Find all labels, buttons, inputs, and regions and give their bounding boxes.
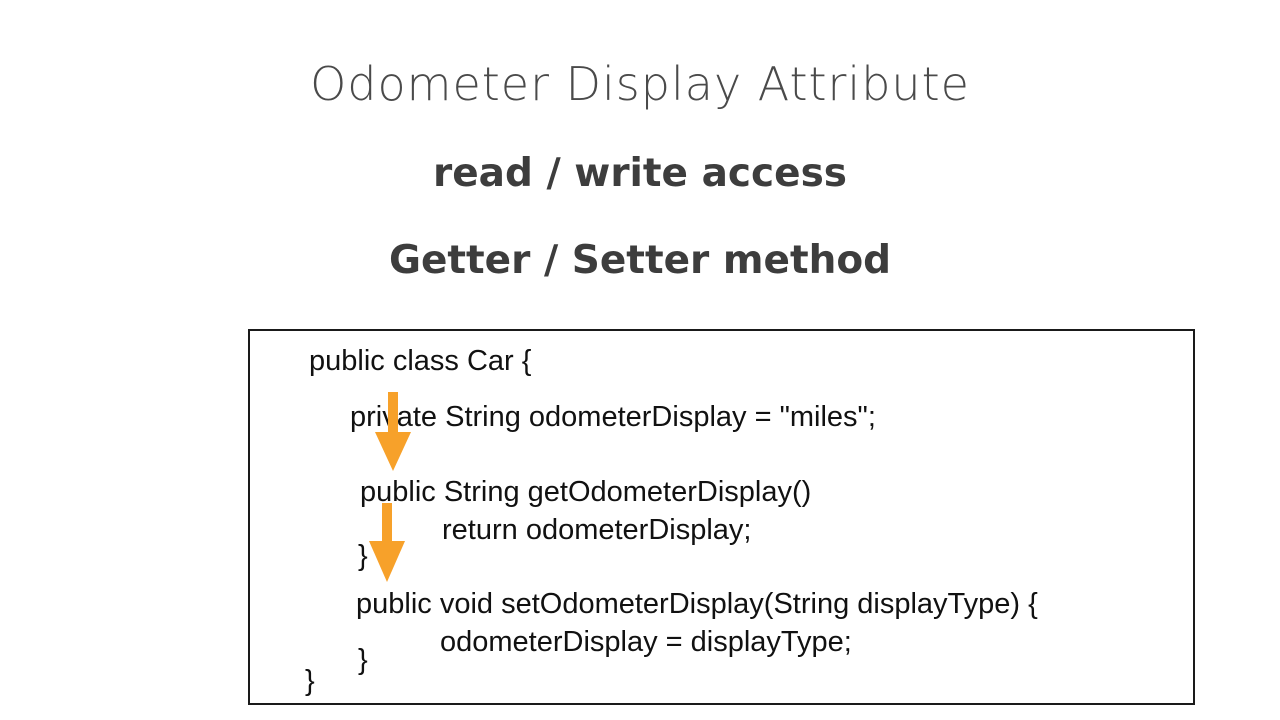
code-line-getter-decl: public String getOdometerDisplay() xyxy=(360,476,812,508)
code-line-setter-close: } xyxy=(358,644,368,676)
code-line-setter-decl: public void setOdometerDisplay(String di… xyxy=(356,588,1038,620)
code-line-class-close: } xyxy=(305,665,315,697)
code-line-getter-return: return odometerDisplay; xyxy=(442,514,752,546)
code-line-field: private String odometerDisplay = "miles"… xyxy=(350,401,876,433)
code-block: public class Car { private String odomet… xyxy=(248,329,1195,705)
code-line-class-decl: public class Car { xyxy=(309,345,532,377)
code-line-setter-body: odometerDisplay = displayType; xyxy=(440,626,852,658)
code-line-getter-close: } xyxy=(358,540,368,572)
down-arrow-icon xyxy=(375,392,411,471)
subtitle-getter-setter: Getter / Setter method xyxy=(388,238,892,283)
slide-title: Odometer Display Attribute xyxy=(310,57,970,111)
subtitle-read-write: read / write access xyxy=(432,151,848,196)
down-arrow-icon xyxy=(369,503,405,582)
